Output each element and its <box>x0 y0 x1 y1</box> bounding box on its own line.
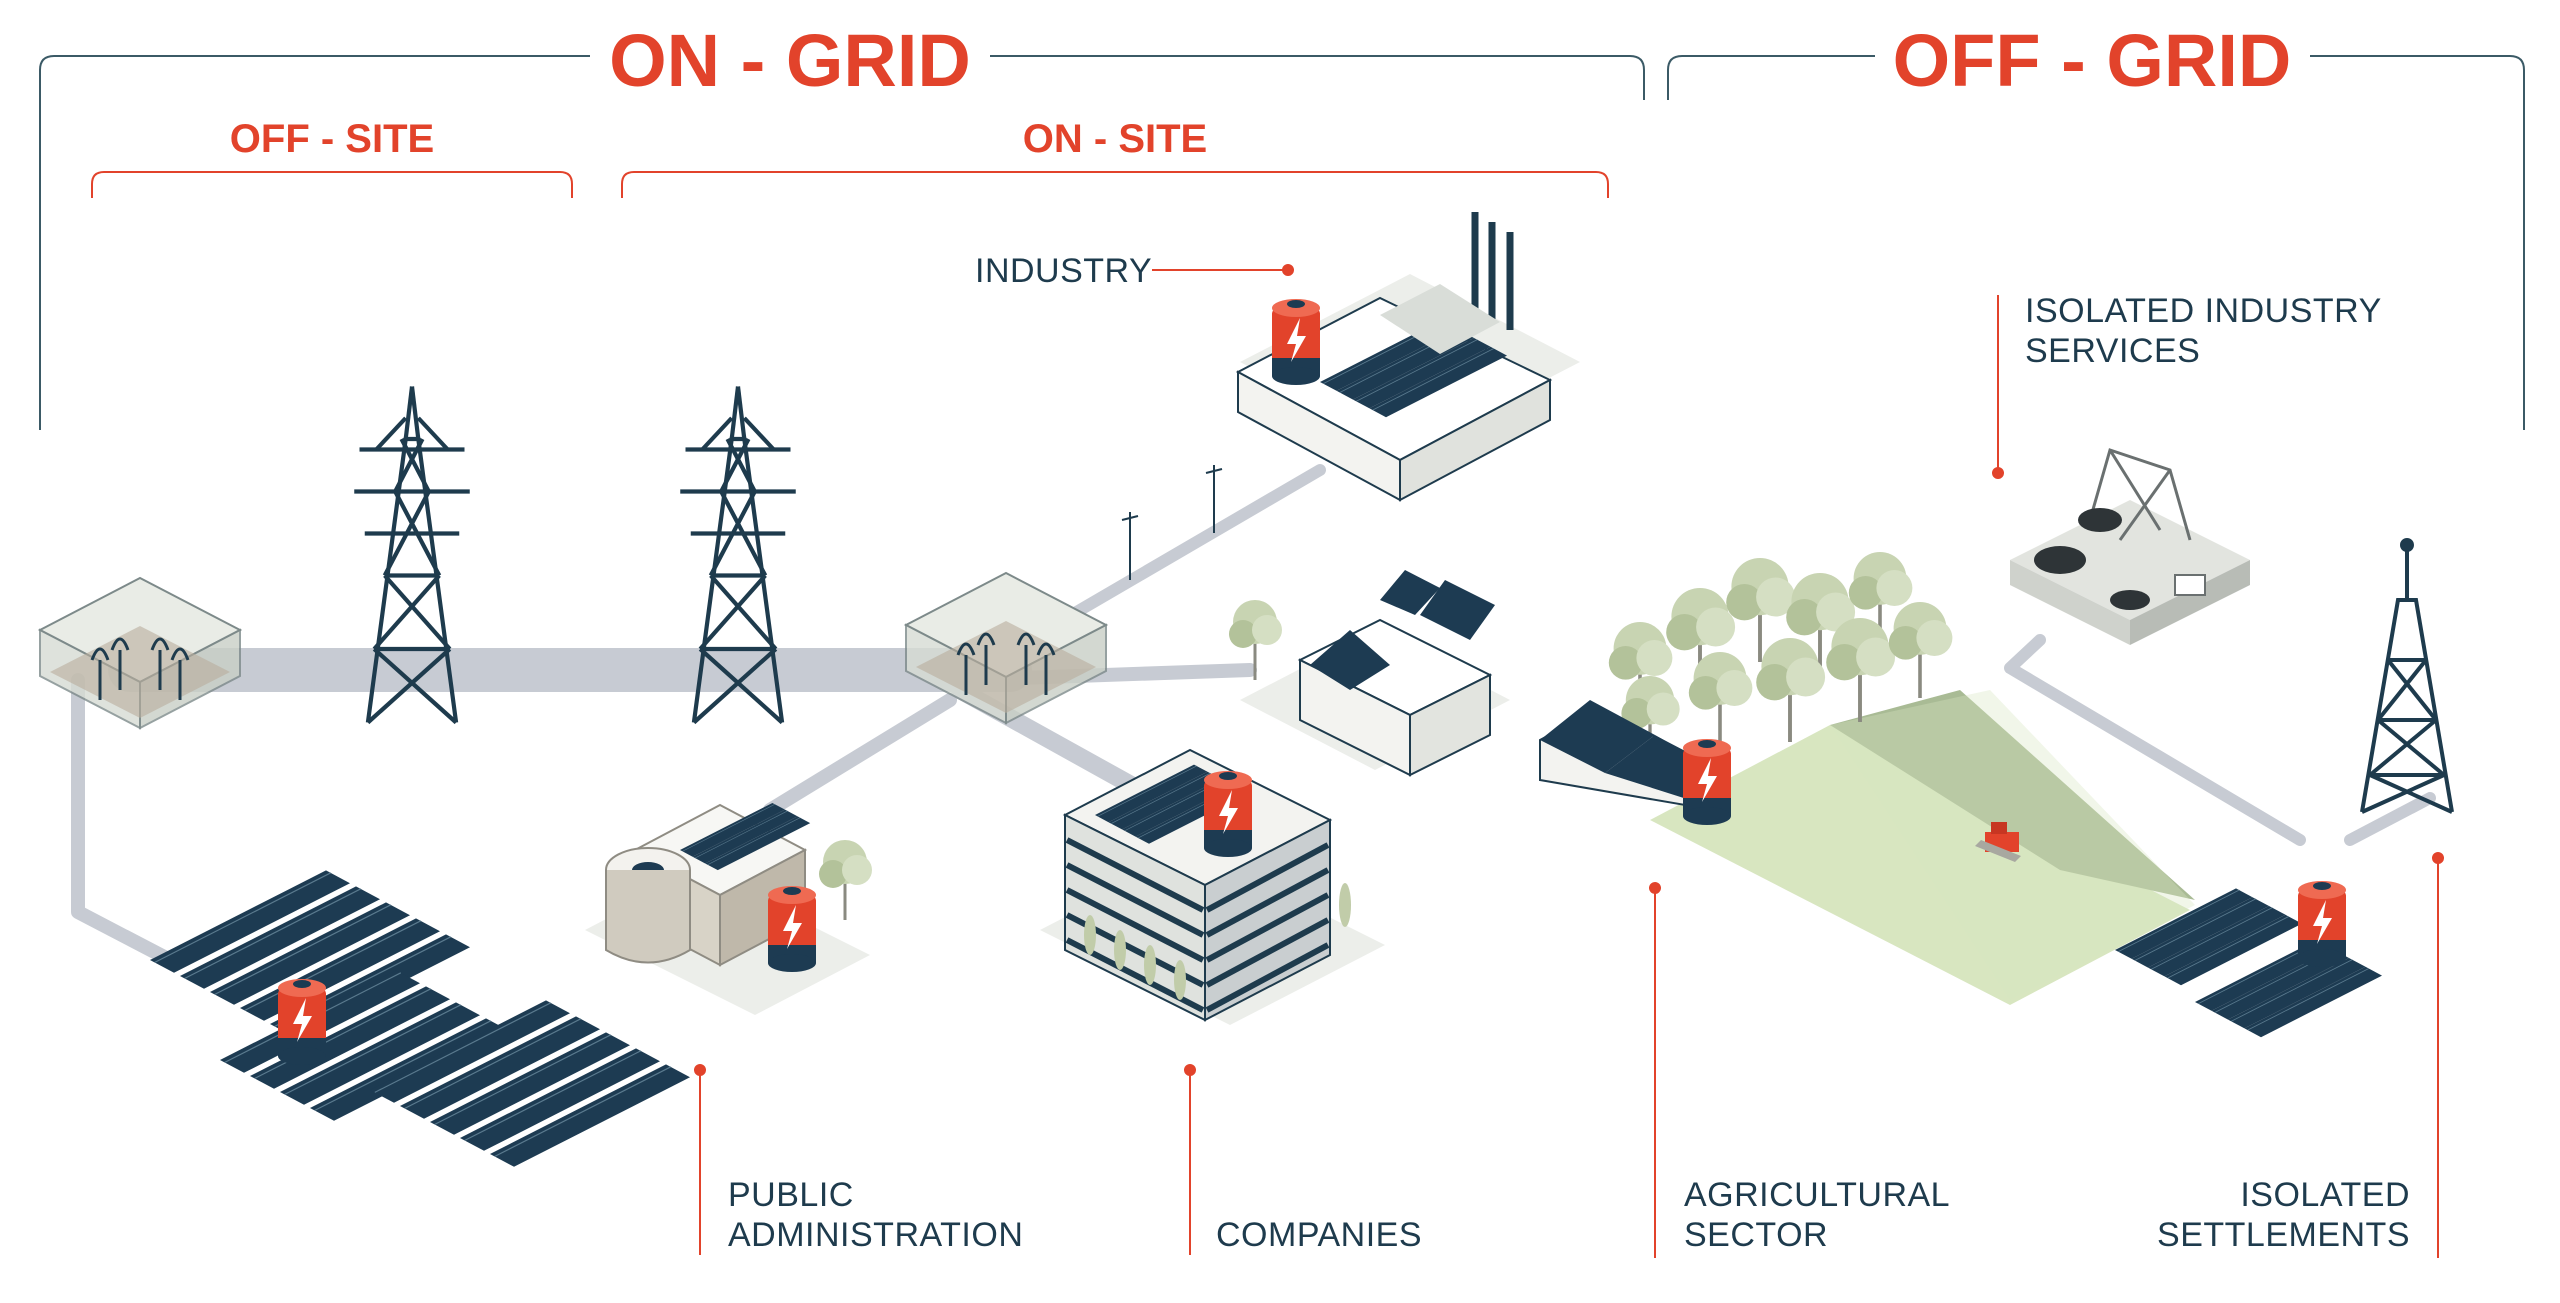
industry-factory <box>1235 212 1580 502</box>
label-public-admin-line1: PUBLIC <box>728 1176 854 1214</box>
telecom-tower-icon <box>2360 538 2454 814</box>
utility-poles <box>1121 465 1223 580</box>
on-grid-header: ON - GRID <box>609 19 971 102</box>
battery-icon <box>1272 299 1320 385</box>
label-agricultural-line2: SECTOR <box>1684 1216 1828 1254</box>
agricultural-farm <box>1539 550 2195 1005</box>
battery-icon <box>2298 881 2346 967</box>
off-site-header: OFF - SITE <box>230 117 434 161</box>
on-site-header: ON - SITE <box>1023 117 1207 161</box>
off-grid-header: OFF - GRID <box>1893 19 2292 102</box>
substation-icon <box>38 576 242 730</box>
companies-building <box>1040 748 1385 1025</box>
on-grid-bracket <box>39 55 1645 430</box>
battery-icon <box>1683 739 1731 825</box>
on-site-bracket <box>621 171 1609 198</box>
tree-icon <box>817 838 874 922</box>
isolated-industry-mine <box>2010 448 2250 645</box>
battery-icon <box>768 886 816 972</box>
label-isolated-industry-line1: ISOLATED INDUSTRY <box>2025 292 2382 330</box>
label-industry: INDUSTRY <box>975 252 1152 290</box>
public-administration-building <box>585 802 874 1015</box>
label-isolated-industry-line2: SERVICES <box>2025 332 2200 370</box>
battery-icon <box>1204 771 1252 857</box>
harvester-icon <box>1975 822 2021 862</box>
label-agricultural-line1: AGRICULTURAL <box>1684 1176 1950 1214</box>
label-settlements-line2: SETTLEMENTS <box>2157 1216 2410 1254</box>
label-companies: COMPANIES <box>1216 1216 1422 1254</box>
off-grid-bracket <box>1667 55 2525 430</box>
label-settlements-line1: ISOLATED <box>2240 1176 2410 1214</box>
label-public-admin-line2: ADMINISTRATION <box>728 1216 1023 1254</box>
off-site-bracket <box>91 171 573 198</box>
callout-lines <box>694 264 2444 1258</box>
battery-icon <box>278 979 326 1065</box>
services-building <box>1227 570 1510 777</box>
